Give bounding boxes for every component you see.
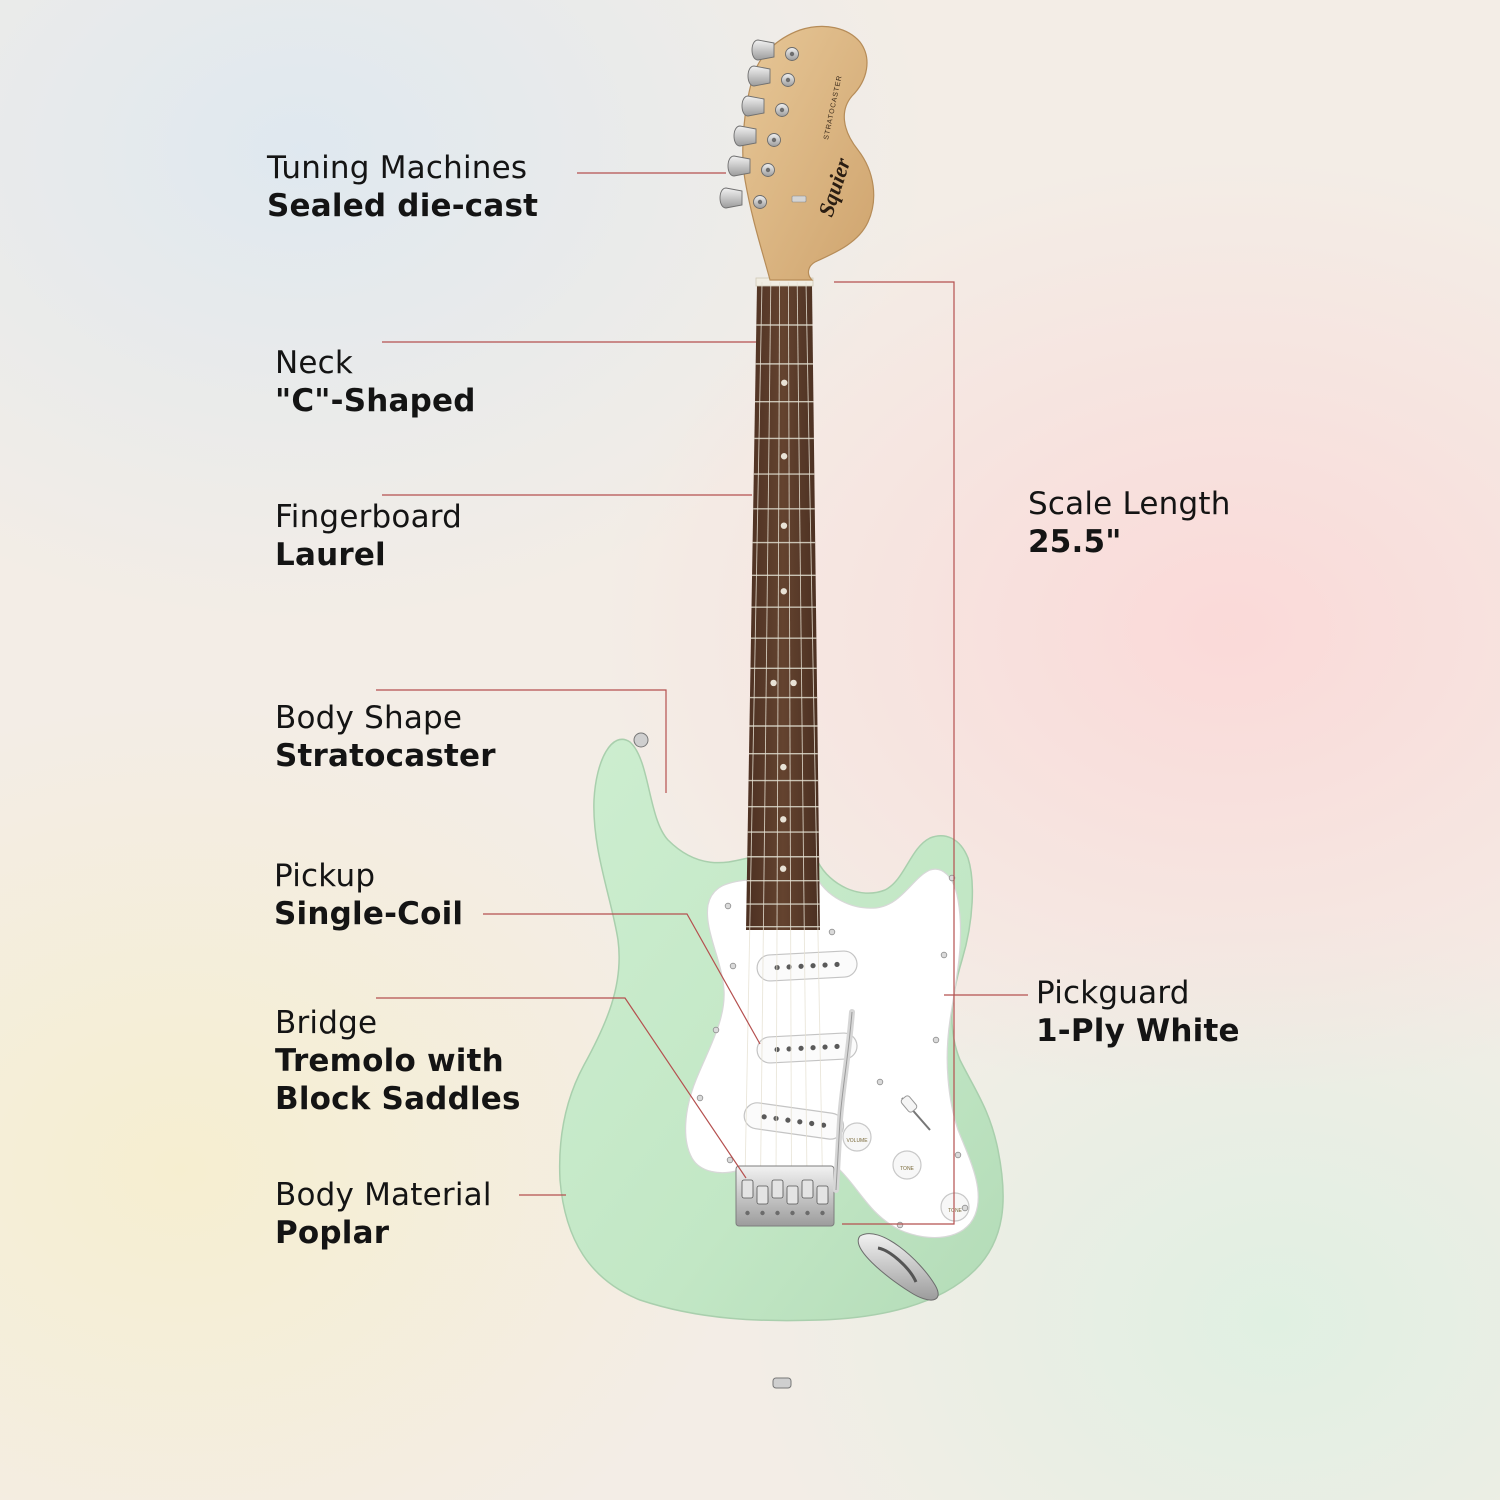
callout-label: Bridge — [275, 1005, 378, 1041]
string-tree — [791, 195, 807, 203]
leader-pickup — [483, 913, 761, 1045]
headstock — [742, 25, 875, 281]
fret-inlays — [770, 379, 797, 872]
callout-value: Laurel — [275, 536, 386, 573]
callout-bridge: Bridge Tremolo with Block Saddles — [275, 1005, 521, 1118]
leader-scale-length — [834, 281, 955, 1225]
tuning-machines — [719, 39, 799, 209]
callout-value: Poplar — [275, 1214, 390, 1251]
callout-value: Single-Coil — [274, 895, 464, 932]
strap-buttons — [633, 732, 792, 1389]
callout-label: Body Shape — [275, 700, 463, 736]
callout-value: 1-Ply White — [1036, 1012, 1240, 1049]
strings — [744, 281, 823, 1181]
callout-leader-lines — [376, 172, 1028, 1225]
callout-pickup: Pickup Single-Coil — [274, 858, 463, 934]
callout-label: Body Material — [275, 1177, 492, 1213]
callout-value: Sealed die-cast — [267, 187, 539, 224]
callout-label: Tuning Machines — [267, 150, 528, 186]
callout-value: Tremolo with Block Saddles — [275, 1042, 521, 1117]
callout-label: Pickup — [274, 858, 376, 894]
callout-scale-length: Scale Length 25.5" — [1028, 486, 1231, 562]
bridge — [735, 1165, 835, 1227]
output-jack — [857, 1233, 939, 1301]
control-knobs: VOLUME TONE TONE — [842, 1122, 970, 1222]
callout-value: "C"-Shaped — [275, 382, 476, 419]
callout-value: Stratocaster — [275, 737, 496, 774]
callout-label: Fingerboard — [275, 499, 463, 535]
callout-pickguard: Pickguard 1-Ply White — [1036, 975, 1240, 1051]
callout-body-shape: Body Shape Stratocaster — [275, 700, 496, 776]
pickup-selector-switch — [900, 1095, 931, 1131]
frets — [746, 324, 820, 928]
callout-body-material: Body Material Poplar — [275, 1177, 492, 1253]
callout-fingerboard: Fingerboard Laurel — [275, 499, 462, 575]
callout-neck: Neck "C"-Shaped — [275, 345, 476, 421]
callout-label: Scale Length — [1028, 486, 1231, 522]
callout-value: 25.5" — [1028, 523, 1122, 560]
callout-label: Pickguard — [1036, 975, 1190, 1011]
leader-body-shape — [376, 689, 667, 793]
knob-label-tone-1: TONE — [900, 1166, 914, 1172]
callout-label: Neck — [275, 345, 354, 381]
knob-label-tone-2: TONE — [948, 1208, 962, 1214]
pickups — [743, 950, 858, 1140]
callout-tuning-machines: Tuning Machines Sealed die-cast — [267, 150, 538, 226]
pickguard-screws — [696, 874, 969, 1229]
leader-bridge — [376, 997, 747, 1179]
knob-label-volume: VOLUME — [846, 1138, 868, 1144]
